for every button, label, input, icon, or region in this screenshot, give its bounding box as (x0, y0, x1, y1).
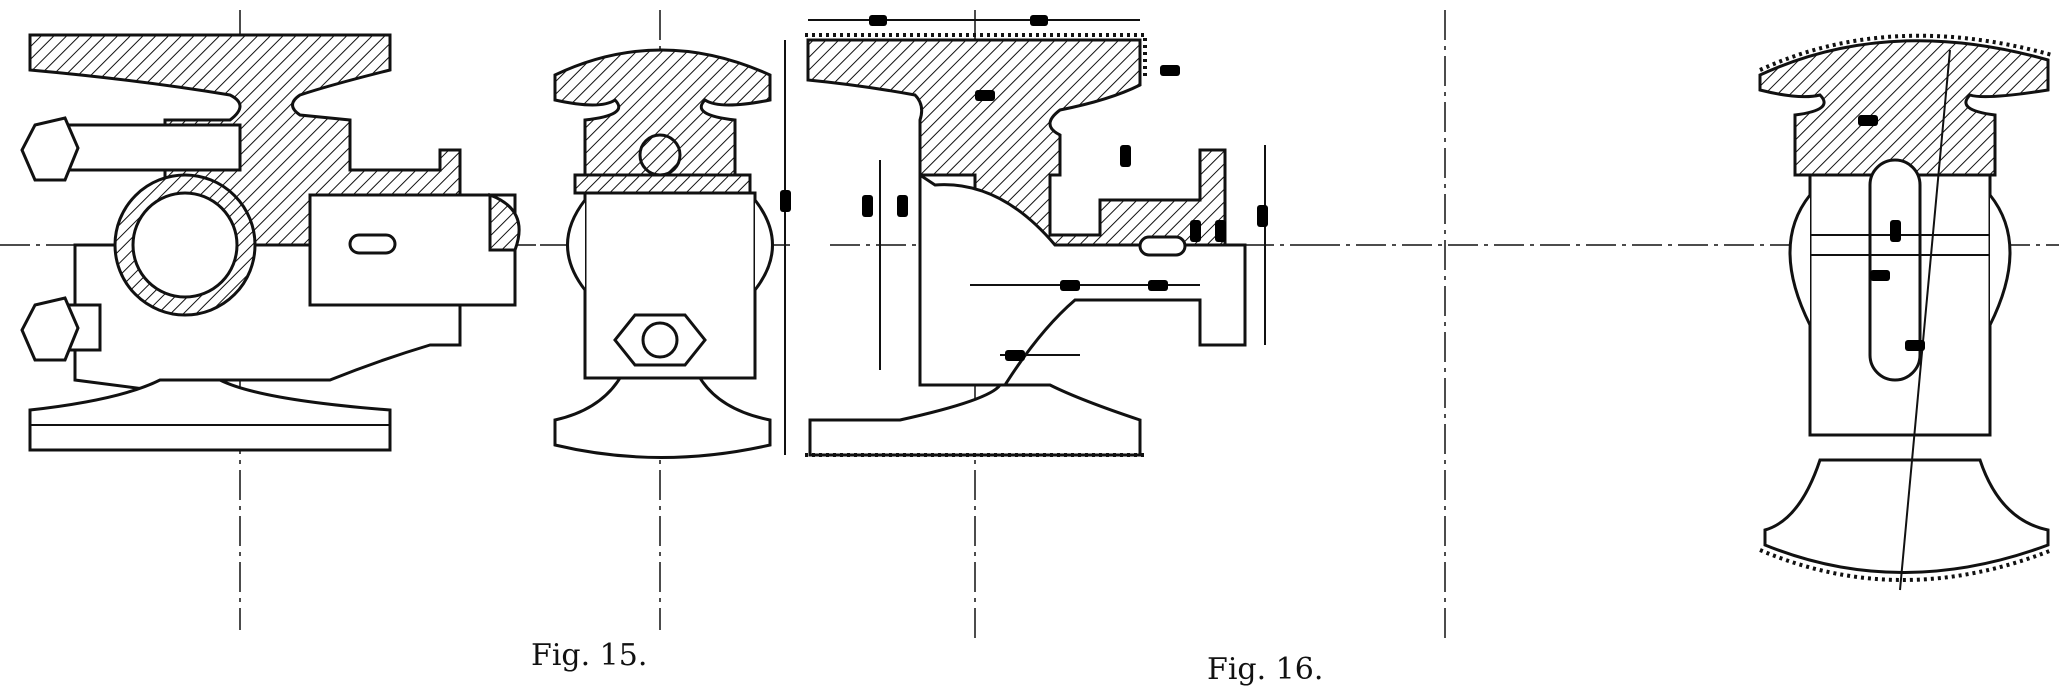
bore (131, 191, 239, 299)
redacted-dimension-label (1905, 340, 1925, 351)
pin (638, 133, 682, 177)
fig16-caption: Fig. 16. (1207, 652, 1324, 687)
fig16-side-view (780, 10, 1310, 640)
redacted-dimension-label (869, 15, 887, 26)
redacted-dimension-label (1120, 145, 1131, 167)
bottom-cap (553, 376, 772, 459)
redacted-dimension-label (1870, 270, 1890, 281)
bottom-plate (808, 383, 1142, 457)
redacted-dimension-label (897, 195, 908, 217)
redacted-dimension-label (1190, 220, 1201, 242)
redacted-dimension-label (1215, 220, 1226, 242)
redacted-dimension-label (1030, 15, 1048, 26)
fig15-caption: Fig. 15. (531, 638, 648, 673)
nut-bottom-icon (20, 296, 80, 362)
bottom-plate (28, 378, 392, 452)
redacted-dimension-label (1060, 280, 1080, 291)
nut-top-icon (20, 116, 80, 182)
redacted-dimension-label (975, 90, 995, 101)
redacted-dimension-label (862, 195, 873, 217)
redacted-dimension-label (1890, 220, 1901, 242)
redacted-dimension-label (1858, 115, 1878, 126)
side-bulge-left (566, 199, 587, 291)
redacted-dimension-label (1005, 350, 1025, 361)
keyway-slot (1138, 235, 1187, 257)
side-bulge-right (753, 199, 774, 291)
clamp-plate (573, 173, 752, 195)
fig15-front-view (540, 10, 790, 630)
top-plate (806, 38, 1227, 247)
shaft-end (488, 192, 521, 252)
keyway-slot (348, 233, 397, 255)
fig15-side-view (0, 10, 540, 630)
redacted-dimension-label (1148, 280, 1168, 291)
redacted-dimension-label (1257, 205, 1268, 227)
top-cap (1758, 39, 2050, 177)
top-cap (553, 48, 772, 177)
redacted-dimension-label (780, 190, 791, 212)
redacted-dimension-label (1160, 65, 1180, 76)
fig16-front-view (1310, 10, 2059, 640)
oil-channel (1868, 158, 1922, 382)
shaft (308, 193, 517, 307)
